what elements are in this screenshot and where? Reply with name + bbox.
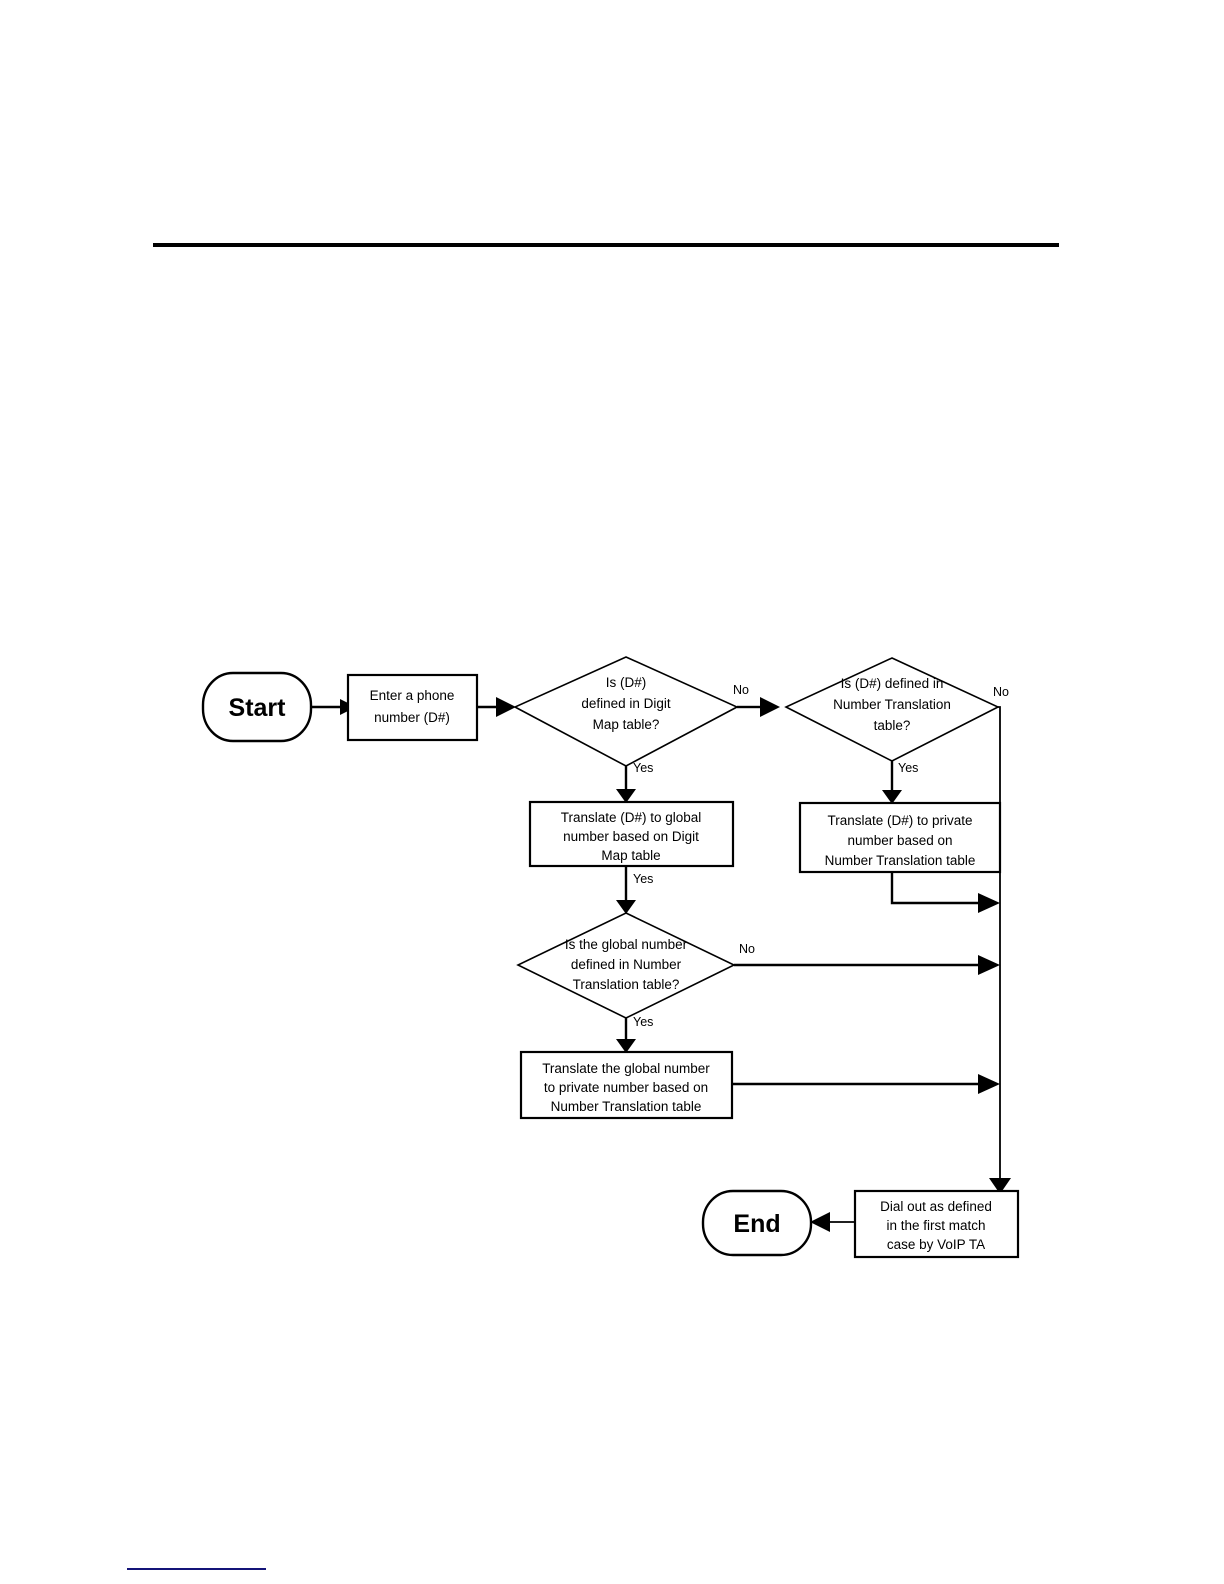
header-horizontal-rule — [153, 243, 1059, 247]
node-translate-global-private-line-3: Number Translation table — [551, 1099, 702, 1114]
node-decision-digit-map-line-3: Map table? — [593, 717, 660, 732]
node-enter-phone-number[interactable]: Enter a phone number (D#) — [346, 673, 479, 742]
node-translate-private-line-2: number based on — [847, 833, 952, 848]
node-translate-to-private-number[interactable]: Translate (D#) to private number based o… — [798, 801, 1002, 874]
edge-translate-private-to-right-trunk — [890, 872, 1000, 913]
node-translate-global-line-1: Translate (D#) to global — [561, 810, 702, 825]
node-decision-global-line-1: Is the global number — [565, 937, 688, 952]
edge-label-no-numtrans: No — [993, 685, 1009, 699]
node-translate-global-to-private[interactable]: Translate the global number to private n… — [519, 1050, 734, 1120]
edge-label-no-global: No — [739, 942, 755, 956]
node-start-label: Start — [229, 694, 287, 722]
node-decision-number-translation[interactable]: Is (D#) defined in Number Translation ta… — [784, 657, 1000, 762]
node-translate-global-line-2: number based on Digit — [563, 829, 699, 844]
node-dial-out-line-2: in the first match — [886, 1218, 985, 1233]
edge-enter-to-digitmap-question — [477, 697, 516, 717]
node-decision-global-line-3: Translation table? — [573, 977, 680, 992]
node-translate-private-line-1: Translate (D#) to private — [827, 813, 972, 828]
node-decision-number-translation-line-1: Is (D#) defined in — [841, 676, 944, 691]
edge-label-yes-global: Yes — [633, 1015, 653, 1029]
node-dial-out[interactable]: Dial out as defined in the first match c… — [853, 1189, 1020, 1259]
node-dial-out-line-3: case by VoIP TA — [887, 1237, 985, 1252]
node-translate-global-private-line-1: Translate the global number — [542, 1061, 710, 1076]
node-decision-digit-map[interactable]: Is (D#) defined in Digit Map table? — [513, 656, 739, 767]
node-translate-global-line-3: Map table — [601, 848, 660, 863]
edge-label-yes-numtrans: Yes — [898, 761, 918, 775]
node-translate-private-line-3: Number Translation table — [825, 853, 976, 868]
edge-digitmap-no-to-numtrans-question — [737, 697, 780, 717]
footnote-separator-rule — [127, 1568, 266, 1570]
node-decision-global-number-defined[interactable]: Is the global number defined in Number T… — [516, 912, 736, 1019]
node-translate-to-global-number[interactable]: Translate (D#) to global number based on… — [528, 800, 735, 868]
node-enter-line-2: number (D#) — [374, 710, 450, 725]
edge-global-no-to-right-trunk — [734, 955, 1000, 975]
node-decision-number-translation-line-3: table? — [874, 718, 911, 733]
node-decision-digit-map-line-1: Is (D#) — [606, 675, 647, 690]
node-decision-number-translation-line-2: Number Translation — [833, 697, 951, 712]
edge-digitmap-yes-to-translate-global — [616, 765, 636, 803]
node-dial-out-line-1: Dial out as defined — [880, 1199, 992, 1214]
node-end-label: End — [733, 1210, 780, 1238]
node-end[interactable]: End — [701, 1189, 813, 1257]
edge-dialout-to-end — [810, 1212, 855, 1232]
node-start[interactable]: Start — [201, 671, 313, 743]
edge-numtrans-no-to-right-trunk — [989, 706, 1011, 1194]
node-translate-global-private-line-2: to private number based on — [544, 1080, 708, 1095]
node-decision-global-line-2: defined in Number — [571, 957, 682, 972]
edge-numtrans-yes-to-translate-private — [882, 760, 902, 804]
edge-global-yes-to-translate-global-private — [616, 1018, 636, 1053]
node-enter-line-1: Enter a phone — [370, 688, 455, 703]
edge-translate-global-private-to-right-trunk — [732, 1074, 1000, 1094]
node-decision-digit-map-line-2: defined in Digit — [581, 696, 671, 711]
edge-translate-global-to-global-question — [616, 866, 636, 914]
edge-label-yes-after-global-box: Yes — [633, 872, 653, 886]
edge-label-no-digitmap: No — [733, 683, 749, 697]
edge-label-yes-digitmap: Yes — [633, 761, 653, 775]
